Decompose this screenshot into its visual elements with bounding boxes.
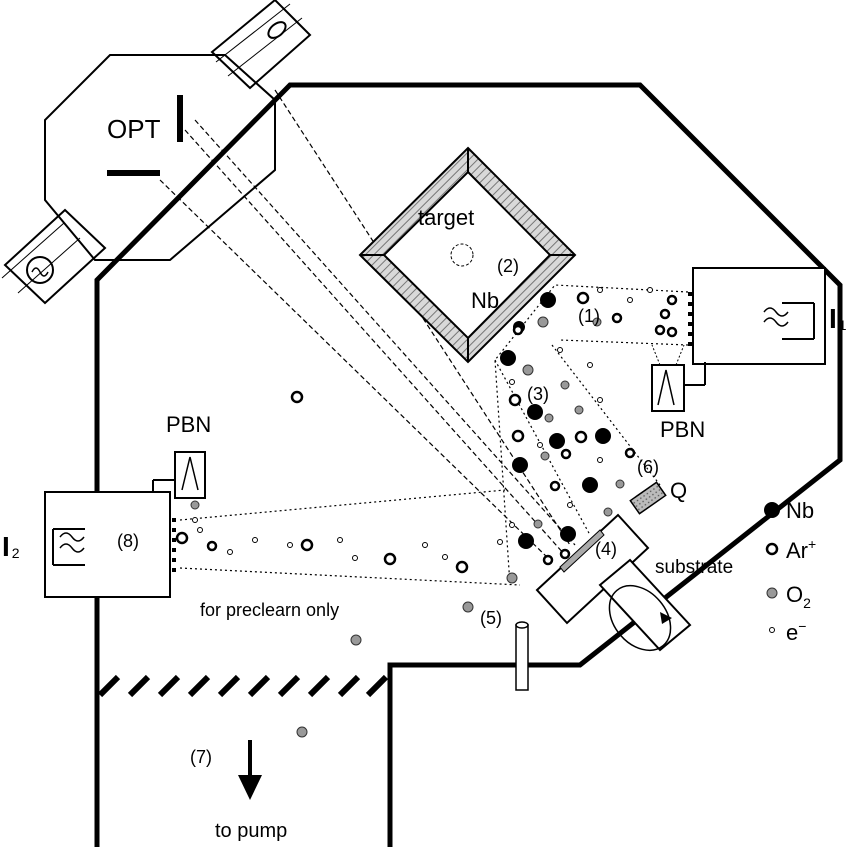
marker-5: (5) (480, 608, 502, 628)
pbn-right-label: PBN (660, 417, 705, 442)
gas-inlet-tube (515, 621, 529, 691)
target-label: target (418, 205, 474, 230)
chamber-wall (94, 82, 843, 847)
legend: Nb Ar+ O2 e− (764, 498, 816, 645)
i2-subscript: 2 (12, 545, 20, 561)
pbn-right (651, 344, 706, 412)
particles-ar (175, 291, 678, 574)
ion-source-1 (688, 267, 826, 365)
preclean-label: for preclearn only (200, 600, 339, 620)
legend-e-label: e (786, 620, 798, 645)
pump-grating (97, 674, 389, 698)
target-assembly (358, 146, 577, 364)
legend-ar-label: Ar (786, 538, 808, 563)
legend-nb-label: Nb (786, 498, 814, 523)
svg-text:I1: I1 (829, 303, 847, 334)
svg-text:Ar+: Ar+ (786, 536, 816, 563)
pump-arrow (238, 740, 262, 800)
legend-nb-swatch (764, 502, 780, 518)
target-material-label: Nb (471, 288, 499, 313)
particles-electrons (192, 287, 653, 561)
optical-paths (159, 89, 576, 561)
i1-label: I (829, 303, 837, 334)
substrate-label: substrate (655, 557, 733, 578)
i1-subscript: 1 (839, 317, 847, 333)
marker-8: (8) (117, 531, 139, 551)
marker-1: (1) (578, 306, 600, 326)
particles-o2 (190, 316, 625, 738)
svg-text:e−: e− (786, 618, 806, 645)
legend-o2-label: O (786, 582, 803, 607)
marker-3: (3) (527, 384, 549, 404)
substrate-holder (535, 513, 692, 652)
ion-source-2 (44, 491, 176, 598)
marker-6: (6) (637, 457, 659, 477)
legend-o2-sub: 2 (803, 595, 811, 611)
marker-7: (7) (190, 747, 212, 767)
legend-ar-sup: + (808, 536, 816, 552)
particles-nb (500, 292, 611, 549)
svg-text:I2: I2 (2, 531, 20, 562)
pbn-left (152, 451, 206, 499)
marker-2: (2) (497, 256, 519, 276)
marker-4: (4) (595, 539, 617, 559)
legend-ar-swatch (765, 542, 779, 556)
svg-text:O2: O2 (786, 582, 811, 611)
pbn-left-label: PBN (166, 412, 211, 437)
opt-label: OPT (107, 114, 161, 144)
legend-e-swatch (769, 627, 775, 633)
i2-label: I (2, 531, 10, 562)
legend-o2-swatch (766, 587, 778, 599)
to-pump-label: to pump (215, 820, 287, 842)
beam-envelopes (179, 284, 689, 586)
legend-e-sup: − (798, 618, 806, 634)
q-label: Q (670, 478, 687, 503)
opt-module (1, 0, 312, 305)
quartz-monitor (629, 481, 667, 515)
